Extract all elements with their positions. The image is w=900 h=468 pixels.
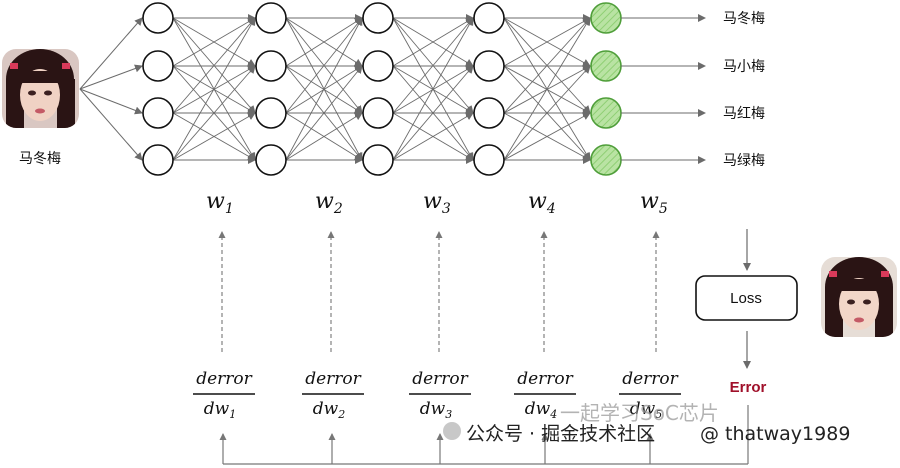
hidden-edge [285, 17, 363, 67]
gradient-denominator: dw1 [204, 399, 236, 421]
hidden-edge [285, 65, 363, 161]
hidden-neuron [255, 2, 287, 34]
hidden-neuron [362, 144, 394, 176]
hidden-edge [503, 17, 591, 161]
hidden-edge [172, 17, 256, 161]
output-photo [821, 257, 897, 337]
output-neuron [590, 97, 622, 129]
hidden-edge [285, 112, 363, 161]
loss-label: Loss [730, 290, 762, 307]
hidden-edge [392, 17, 474, 114]
input-edge [79, 64, 143, 90]
output-label: 马小梅 [723, 59, 765, 75]
wechat-icon [443, 422, 461, 440]
watermark: 一起学习SoC芯片 公众号 · 掘金技术社区 @ thatway1989 [443, 401, 850, 445]
connections [79, 14, 591, 164]
output-neuron [590, 50, 622, 82]
gradient-fraction: derror dw5 [619, 369, 681, 421]
hidden-neuron [362, 50, 394, 82]
watermark-faded: 一起学习SoC芯片 [560, 401, 719, 425]
output-label: 马绿梅 [723, 153, 765, 169]
gradient-denominator: dw5 [630, 399, 662, 421]
output-label: 马红梅 [723, 106, 765, 122]
hidden-neuron [255, 50, 287, 82]
hidden-neuron [473, 144, 505, 176]
hidden-neuron [142, 2, 174, 34]
hidden-neuron [142, 50, 174, 82]
gradient-fraction: derror dw3 [409, 369, 471, 421]
hidden-neuron [255, 97, 287, 129]
input-edge [79, 88, 143, 115]
weight-label: w1 [206, 189, 234, 217]
hidden-edge [172, 112, 256, 161]
output-label: 马冬梅 [723, 11, 765, 27]
input-photo [2, 49, 79, 128]
backprop-bus [219, 405, 749, 465]
weight-label: w3 [423, 189, 451, 217]
gradient-fraction: derror dw1 [193, 369, 255, 421]
hidden-neuron [255, 144, 287, 176]
hidden-neuron [473, 2, 505, 34]
input-edge [79, 88, 143, 161]
hidden-edge [392, 112, 474, 161]
input-portrait-icon [2, 49, 79, 128]
weight-labels: w1 w2 w3 w4 w5 [206, 189, 668, 352]
error-label: Error [730, 379, 767, 396]
weight-label: w5 [640, 189, 668, 217]
hidden-edge [503, 112, 591, 161]
loss-box [695, 275, 798, 321]
hidden-edge [172, 17, 256, 67]
gradient-numerator: derror [305, 369, 361, 389]
gradient-fraction: derror dw4 [514, 369, 576, 421]
output-portrait-icon [821, 257, 897, 337]
gradient-numerator: derror [196, 369, 252, 389]
hidden-neuron [362, 2, 394, 34]
gradient-denominator: dw3 [420, 399, 452, 421]
output-neuron [590, 2, 622, 34]
input-label: 马冬梅 [19, 151, 61, 167]
hidden-edge [503, 65, 591, 161]
hidden-neuron [142, 97, 174, 129]
gradient-numerator: derror [517, 369, 573, 389]
weight-label: w2 [315, 189, 343, 217]
gradient-numerator: derror [622, 369, 678, 389]
gradient-denominator: dw4 [525, 399, 557, 421]
hidden-neuron [362, 97, 394, 129]
hidden-neuron [142, 144, 174, 176]
hidden-edge [172, 17, 256, 114]
hidden-edge [503, 17, 591, 114]
hidden-edge [285, 17, 363, 161]
hidden-edge [392, 17, 474, 67]
hidden-edge [503, 17, 591, 67]
gradient-denominator: dw2 [313, 399, 345, 421]
watermark-handle: @ thatway1989 [700, 423, 850, 445]
hidden-edge [392, 65, 474, 161]
hidden-edge [285, 17, 363, 114]
neurons [142, 2, 622, 176]
output-neuron [590, 144, 622, 176]
input-edge [79, 17, 143, 90]
gradient-fraction: derror dw2 [302, 369, 364, 421]
hidden-neuron [473, 50, 505, 82]
hidden-edge [392, 17, 474, 161]
gradient-numerator: derror [412, 369, 468, 389]
hidden-neuron [473, 97, 505, 129]
watermark-source: 公众号 · 掘金技术社区 [466, 423, 655, 445]
gradient-labels: derrordw1derrordw2derrordw3derrordw4derr… [193, 369, 681, 421]
hidden-edge [172, 65, 256, 161]
weight-label: w4 [528, 189, 556, 217]
